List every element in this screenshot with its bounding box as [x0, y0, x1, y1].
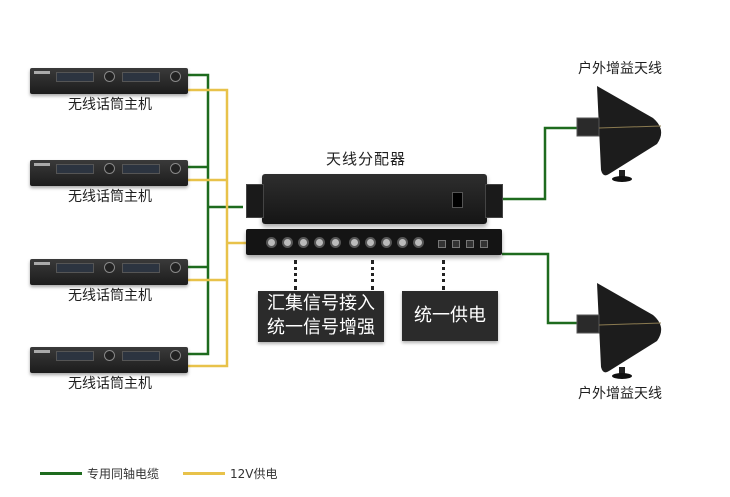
dc-output-port: [466, 240, 474, 248]
rack-ear: [246, 184, 264, 218]
legend-label-coax: 专用同轴电缆: [87, 467, 160, 481]
coax-cables: [188, 73, 578, 356]
receiver-unit-1: [30, 68, 188, 94]
lcd-display: [122, 351, 160, 361]
antenna-splitter-front: [246, 174, 503, 224]
receiver-label: 无线话筒主机: [68, 288, 152, 304]
volume-knob: [104, 350, 115, 361]
lcd-display: [56, 351, 94, 361]
bnc-connector: [397, 237, 408, 248]
callout-line: 汇集信号接入: [267, 293, 375, 314]
receiver-label: 无线话筒主机: [68, 376, 152, 392]
bnc-connector: [349, 237, 360, 248]
coax-cable-antenna-bottom: [502, 252, 578, 325]
volume-knob: [104, 163, 115, 174]
coax-cable-antenna-top: [502, 126, 578, 201]
power-cable-rx1: [188, 88, 229, 368]
dc-output-port: [480, 240, 488, 248]
lcd-display: [122, 72, 160, 82]
brand-logo: [34, 262, 50, 265]
bnc-connector: [266, 237, 277, 248]
bnc-connector: [365, 237, 376, 248]
pointer-dots: [371, 260, 374, 290]
lcd-display: [122, 263, 160, 273]
dc-output-port: [438, 240, 446, 248]
bnc-connector: [314, 237, 325, 248]
bnc-connector: [413, 237, 424, 248]
brand-logo: [34, 71, 50, 74]
bnc-connector: [282, 237, 293, 248]
volume-knob: [170, 71, 181, 82]
volume-knob: [170, 262, 181, 273]
brand-logo: [34, 163, 50, 166]
antenna-icon: [576, 86, 662, 182]
dc-output-port: [452, 240, 460, 248]
receiver-label: 无线话筒主机: [68, 189, 152, 205]
receiver-unit-3: [30, 259, 188, 285]
coax-cable-rx4: [188, 207, 210, 356]
brand-logo: [34, 350, 50, 353]
receiver-unit-4: [30, 347, 188, 373]
bnc-connector: [330, 237, 341, 248]
antenna-label: 户外增益天线: [578, 61, 662, 77]
coax-cable-rx1: [188, 73, 210, 207]
bnc-connector: [381, 237, 392, 248]
volume-knob: [104, 262, 115, 273]
receiver-unit-2: [30, 160, 188, 186]
volume-knob: [170, 163, 181, 174]
power-switch: [452, 192, 463, 208]
lcd-display: [122, 164, 160, 174]
rack-ear: [485, 184, 503, 218]
receiver-label: 无线话筒主机: [68, 97, 152, 113]
lcd-display: [56, 263, 94, 273]
power-cables: [188, 88, 246, 368]
callout-power: 统一供电: [402, 291, 498, 341]
volume-knob: [104, 71, 115, 82]
callout-signal: 汇集信号接入 统一信号增强: [258, 291, 384, 342]
pointer-dots: [294, 260, 297, 290]
antenna-splitter-rear: [246, 229, 502, 255]
antenna-label: 户外增益天线: [578, 386, 662, 402]
splitter-title: 天线分配器: [326, 150, 407, 168]
pointer-dots: [442, 260, 445, 290]
lcd-display: [56, 164, 94, 174]
lcd-display: [56, 72, 94, 82]
legend-swatch-coax: [40, 472, 82, 475]
legend-swatch-power: [183, 472, 225, 475]
callout-line: 统一信号增强: [267, 317, 375, 338]
callout-line: 统一供电: [414, 305, 486, 326]
bnc-connector: [298, 237, 309, 248]
legend-label-power: 12V供电: [230, 467, 278, 481]
volume-knob: [170, 350, 181, 361]
antenna-icon: [576, 283, 662, 379]
